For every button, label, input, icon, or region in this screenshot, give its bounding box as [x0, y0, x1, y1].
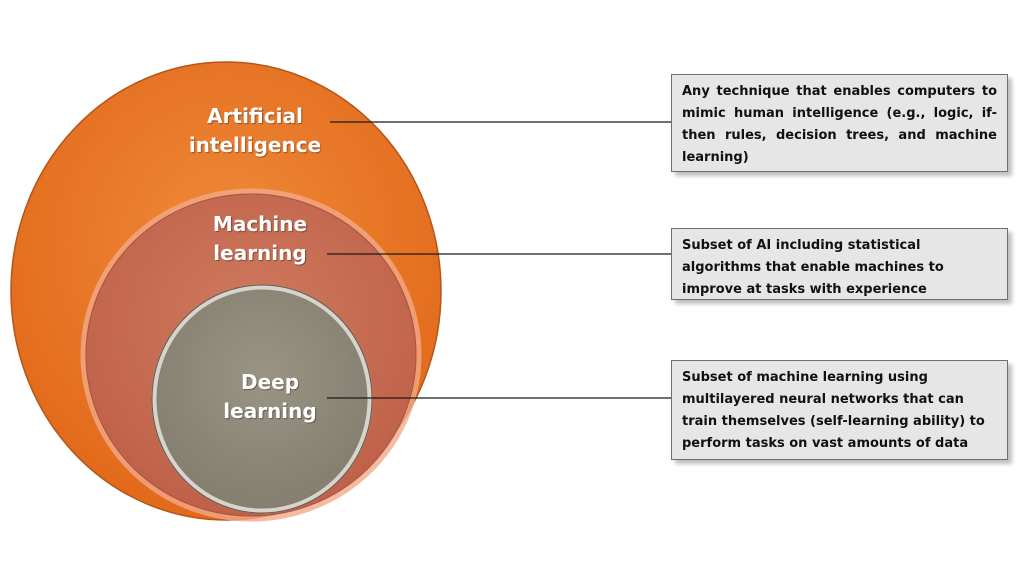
- ai-description-box: Any technique that enables computers to …: [671, 74, 1008, 172]
- dl-circle-label: Deep learning: [223, 370, 317, 423]
- ml-description-box: Subset of AI including statistical algor…: [671, 228, 1008, 300]
- ml-circle-label: Machine learning: [212, 212, 308, 265]
- dl-description-box: Subset of machine learning using multila…: [671, 360, 1008, 460]
- ml-circle-glow: [80, 188, 422, 522]
- dl-circle-edge: [151, 284, 373, 514]
- ai-circle-label: Artificial intelligence: [188, 104, 322, 157]
- dl-circle: [151, 284, 373, 514]
